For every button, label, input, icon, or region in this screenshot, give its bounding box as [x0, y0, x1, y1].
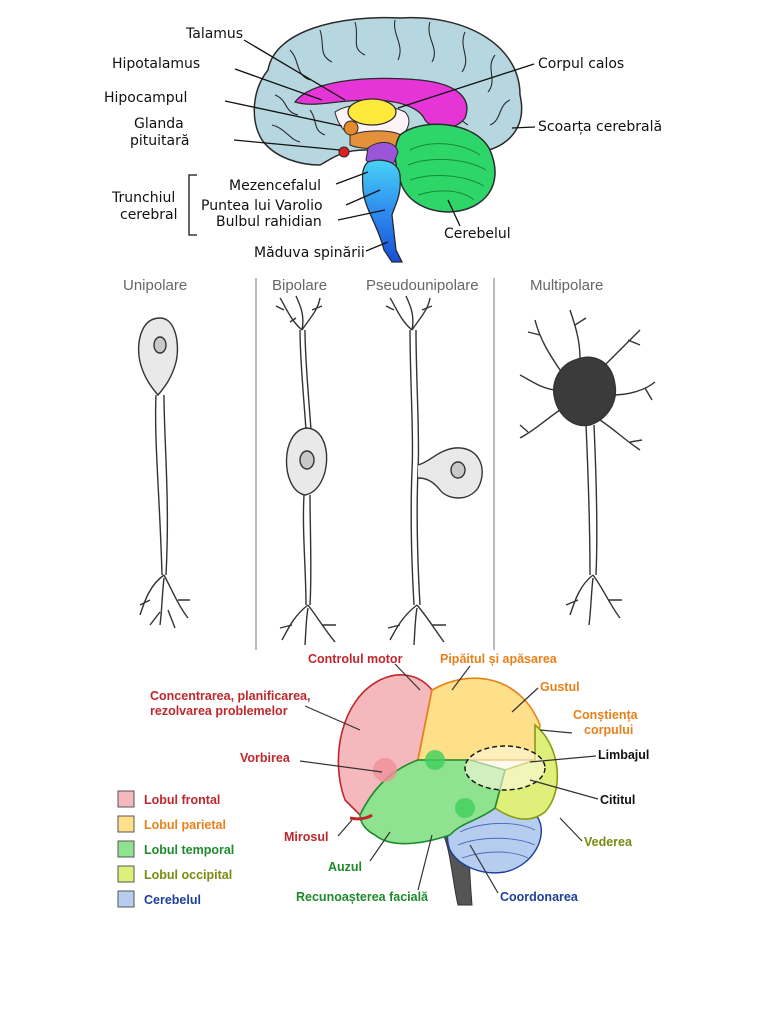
label-multipolare: Multipolare	[530, 277, 603, 294]
label-concentrarea: Concentrarea, planificarea,	[150, 689, 310, 703]
neuron-multipolar	[519, 309, 656, 626]
label-puntea: Puntea lui Varolio	[201, 198, 323, 214]
cerebellum-shape	[394, 123, 496, 213]
label-cerebral: cerebral	[120, 207, 177, 223]
label-cititul: Cititul	[600, 793, 635, 807]
sagittal-labels: Talamus Hipotalamus Hipocampul Glanda pi…	[104, 26, 662, 261]
label-corpul-calos: Corpul calos	[538, 56, 624, 72]
legend-swatch	[117, 890, 135, 908]
legend-swatch	[117, 790, 135, 808]
legend-label: Lobul frontal	[144, 793, 220, 807]
label-pseudounipolare: Pseudounipolare	[366, 277, 479, 294]
label-mirosul: Mirosul	[284, 830, 328, 844]
label-maduva: Măduva spinării	[254, 245, 365, 261]
label-recunoasterea: Recunoașterea facială	[296, 890, 429, 904]
label-trunchiul: Trunchiul	[111, 190, 175, 206]
label-constienta: Conștiența	[573, 708, 639, 722]
label-coordonarea: Coordonarea	[500, 890, 579, 904]
label-unipolare: Unipolare	[123, 277, 187, 294]
label-vederea: Vederea	[584, 835, 633, 849]
legend-swatch	[117, 815, 135, 833]
legend-label: Lobul parietal	[144, 818, 226, 832]
label-pituitara: pituitară	[130, 133, 189, 149]
label-auzul: Auzul	[328, 860, 362, 874]
legend-swatch	[117, 840, 135, 858]
legend-label: Lobul temporal	[144, 843, 234, 857]
lobe-labels: Controlul motor Pipăitul și apăsarea Gus…	[150, 652, 649, 904]
leader-lines	[188, 39, 536, 252]
sagittal-brain-illustration	[188, 16, 536, 263]
neurons-illustration: Unipolare Bipolare Pseudounipolare Multi…	[123, 277, 656, 650]
label-talamus: Talamus	[185, 26, 243, 42]
pituitary-shape	[338, 146, 350, 158]
label-bulbul: Bulbul rahidian	[216, 214, 322, 230]
lateral-brain-illustration	[299, 663, 599, 906]
label-scoarta: Scoarța cerebrală	[538, 119, 662, 135]
thalamus-shape	[347, 98, 397, 126]
language-area	[464, 745, 546, 791]
label-mezencefalul: Mezencefalul	[229, 178, 321, 194]
label-corpului: corpului	[584, 723, 633, 737]
label-controlul-motor: Controlul motor	[308, 652, 403, 666]
label-rezolvarea: rezolvarea problemelor	[150, 704, 288, 718]
legend-label: Cerebelul	[144, 893, 201, 907]
legend-swatch	[117, 865, 135, 883]
label-gustul: Gustul	[540, 680, 580, 694]
neuron-pseudounipolar	[385, 295, 483, 646]
label-vorbirea: Vorbirea	[240, 751, 291, 765]
lobe-parietal	[417, 677, 541, 761]
legend-label: Lobul occipital	[144, 868, 232, 882]
label-hipocampul: Hipocampul	[104, 90, 187, 106]
neuron-unipolar	[137, 317, 190, 629]
label-bipolare: Bipolare	[272, 277, 327, 294]
label-limbajul: Limbajul	[598, 748, 649, 762]
label-cerebelul: Cerebelul	[444, 226, 511, 242]
label-pipaitul: Pipăitul și apăsarea	[440, 652, 558, 666]
neuron-bipolar	[275, 295, 336, 646]
label-glanda: Glanda	[134, 116, 184, 132]
cerebellum-folds	[407, 143, 487, 201]
label-hipotalamus: Hipotalamus	[112, 56, 200, 72]
lobe-leader-lines	[299, 663, 599, 894]
